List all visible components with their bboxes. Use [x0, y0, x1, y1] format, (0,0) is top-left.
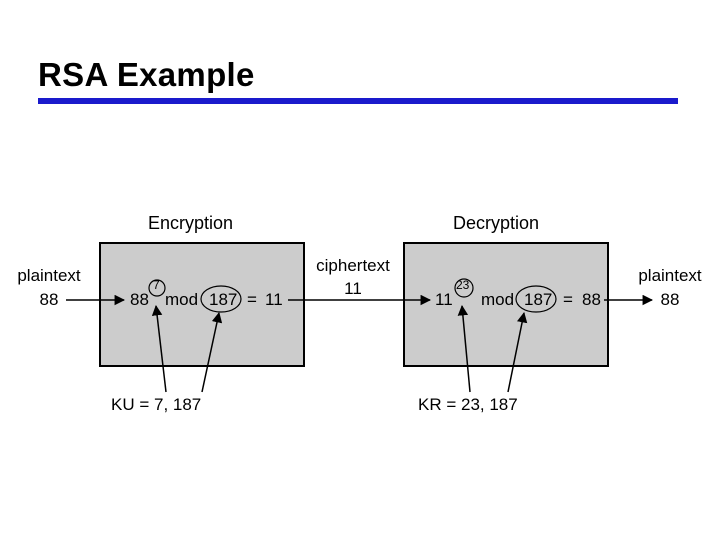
arrow-kr-to-modulus	[507, 311, 528, 393]
decryption-box	[403, 242, 609, 367]
public-key-label: KU = 7, 187	[111, 395, 202, 414]
plaintext-out-label: plaintext	[638, 266, 702, 285]
encryption-result: 11	[265, 290, 283, 309]
encryption-box	[99, 242, 305, 367]
decryption-base: 11	[435, 290, 453, 309]
ciphertext-label: ciphertext	[316, 256, 390, 275]
encryption-modulus: 187	[209, 290, 238, 309]
arrow-ku-to-modulus	[201, 311, 223, 393]
decryption-modulus: 187	[524, 290, 553, 309]
encryption-heading: Encryption	[148, 213, 234, 233]
encryption-base: 88	[130, 290, 149, 309]
encryption-equals: =	[247, 290, 257, 309]
arrow-ku-to-exponent	[151, 304, 167, 393]
decryption-heading: Decryption	[453, 213, 540, 233]
slide-title: RSA Example	[38, 56, 255, 93]
encryption-exponent: 7	[153, 278, 160, 292]
decryption-equals: =	[563, 290, 573, 309]
private-key-label: KR = 23, 187	[418, 395, 518, 414]
title-underline	[38, 98, 678, 104]
arrow-kr-to-exponent	[457, 304, 471, 393]
encryption-modulus-ellipse	[200, 285, 242, 313]
decryption-mod-word: mod	[481, 290, 515, 309]
ciphertext-value: 11	[344, 279, 362, 298]
decryption-exponent-circle	[454, 278, 474, 298]
encryption-exponent-circle	[148, 279, 166, 297]
plaintext-in-label: plaintext	[17, 266, 81, 285]
plaintext-in-value: 88	[39, 290, 59, 309]
encryption-mod-word: mod	[165, 290, 199, 309]
plaintext-out-value: 88	[660, 290, 680, 309]
decryption-result: 88	[582, 290, 601, 309]
decryption-exponent: 23	[456, 278, 470, 292]
decryption-modulus-ellipse	[515, 285, 557, 313]
